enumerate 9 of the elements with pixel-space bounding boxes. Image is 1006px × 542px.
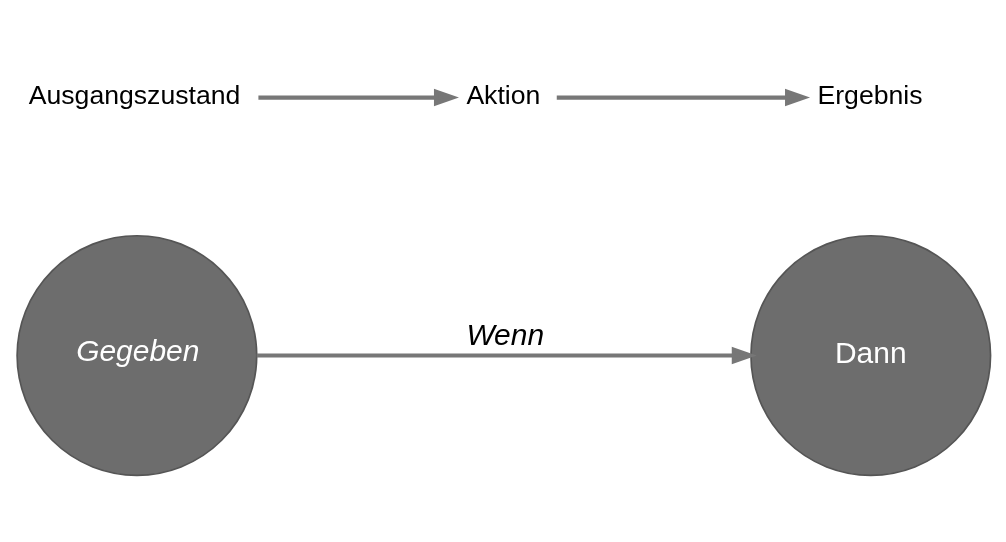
node-circle: Gegeben <box>16 234 258 476</box>
node-text: Ausgangszustand <box>28 79 241 110</box>
node-text: Aktion <box>466 79 541 110</box>
arrow <box>556 88 811 106</box>
edge-label: Wenn <box>466 317 545 351</box>
arrow <box>258 88 459 106</box>
node-circle: Dann <box>750 234 992 476</box>
arrow <box>256 346 757 364</box>
node-text: Ergebnis <box>817 79 923 110</box>
